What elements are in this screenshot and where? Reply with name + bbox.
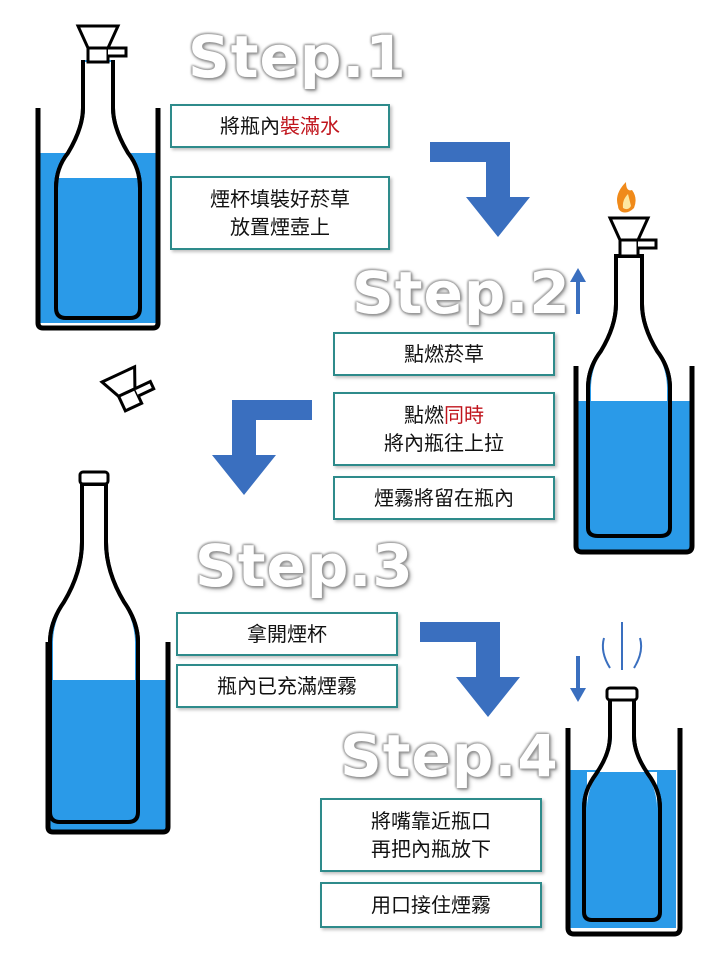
- step-1-bottle-illustration: [35, 24, 161, 331]
- step-4-title: Step.4: [340, 722, 559, 790]
- box-highlight-text: 同時: [444, 403, 484, 427]
- box-highlight-text: 裝滿水: [280, 114, 340, 138]
- box-line-2: 放置煙壺上: [230, 215, 330, 239]
- step-4-mouth-to-bottle-box: 將嘴靠近瓶口 再把內瓶放下: [320, 798, 542, 872]
- container-icon: [45, 642, 171, 835]
- box-line-1: 煙霧將留在瓶內: [374, 486, 514, 510]
- container-icon: [35, 108, 161, 331]
- step-2-title: Step.2: [352, 259, 571, 327]
- smoke-cup-icon: [607, 216, 658, 258]
- step-2-light-tobacco-box: 點燃菸草: [333, 332, 555, 376]
- step-2-pull-up-box: 點燃同時 將內瓶往上拉: [333, 392, 555, 466]
- box-line-1: 點燃菸草: [404, 342, 484, 366]
- smoke-lines-icon: [601, 622, 643, 670]
- flame-icon: [617, 182, 636, 213]
- step-1-title: Step.1: [188, 23, 407, 91]
- box-text: 點燃: [404, 403, 444, 427]
- step-1-fill-cup-box: 煙杯填裝好菸草 放置煙壺上: [170, 176, 390, 250]
- step-2-bottle-illustration: [570, 182, 695, 555]
- box-line-1: 拿開煙杯: [247, 622, 327, 646]
- step-4-inhale-smoke-box: 用口接住煙霧: [320, 882, 542, 928]
- step-2-smoke-stays-box: 煙霧將留在瓶內: [333, 476, 555, 520]
- smoke-cup-icon: [99, 364, 156, 413]
- step-4-bottle-illustration: [565, 622, 683, 937]
- elbow-arrow-icon: [430, 142, 530, 237]
- box-line-2: 再把內瓶放下: [371, 837, 491, 861]
- box-line-1: 將嘴靠近瓶口: [371, 809, 491, 833]
- elbow-arrow-icon: [212, 400, 312, 495]
- up-arrow-icon: [570, 268, 586, 314]
- step-3-bottle-illustration: [45, 364, 171, 835]
- box-text: 將瓶內: [220, 114, 280, 138]
- smoke-cup-icon: [75, 24, 128, 64]
- elbow-arrow-icon: [420, 622, 520, 717]
- down-arrow-icon: [570, 656, 586, 702]
- step-3-title: Step.3: [195, 532, 414, 600]
- box-line-1: 瓶內已充滿煙霧: [217, 674, 357, 698]
- container-icon: [573, 366, 695, 555]
- box-line-2: 將內瓶往上拉: [384, 431, 504, 455]
- step-3-remove-cup-box: 拿開煙杯: [176, 612, 398, 656]
- box-line-1: 用口接住煙霧: [371, 893, 491, 917]
- step-1-fill-water-box: 將瓶內裝滿水: [170, 104, 390, 148]
- step-3-full-of-smoke-box: 瓶內已充滿煙霧: [176, 664, 398, 708]
- box-line-1: 煙杯填裝好菸草: [210, 187, 350, 211]
- container-icon: [565, 728, 683, 937]
